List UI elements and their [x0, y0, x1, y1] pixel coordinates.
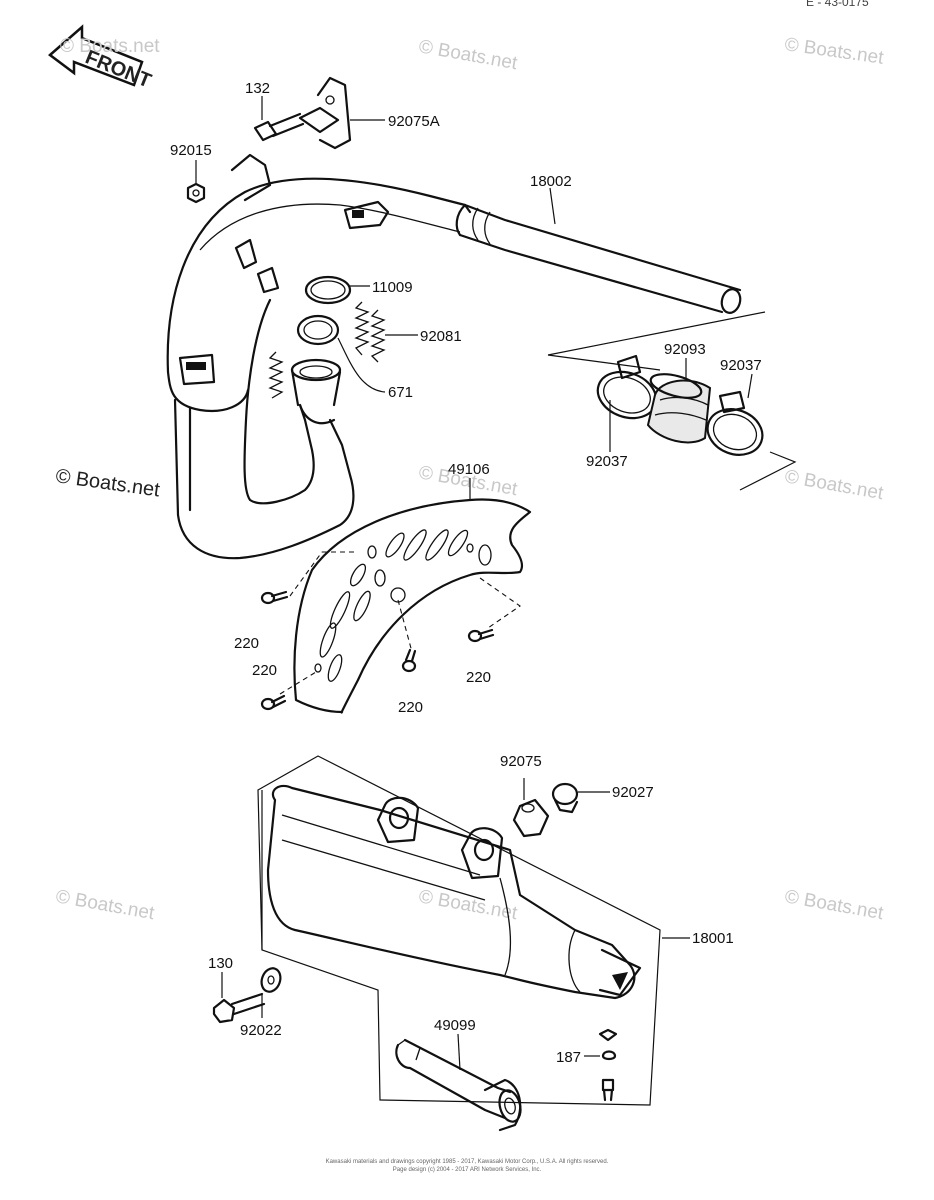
washer-92022	[260, 967, 282, 993]
part-label-49099: 49099	[434, 1017, 476, 1034]
bolt-132	[253, 112, 305, 142]
part-label-220-c: 220	[398, 699, 423, 716]
part-label-220-d: 220	[466, 669, 491, 686]
watermark: © Boats.net	[54, 465, 161, 501]
part-label-92022: 92022	[240, 1022, 282, 1039]
part-label-220-a: 220	[234, 635, 259, 652]
screw-220-b	[260, 694, 287, 711]
watermark: © Boats.net	[60, 36, 160, 57]
part-label-92015: 92015	[170, 142, 212, 159]
expansion-chamber	[166, 153, 742, 560]
part-label-18002: 18002	[530, 173, 572, 190]
watermark: © Boats.net	[783, 34, 885, 69]
heat-guard-49106	[293, 498, 532, 714]
nut-92015	[186, 182, 206, 204]
part-label-18001: 18001	[692, 930, 734, 947]
part-label-130: 130	[208, 955, 233, 972]
part-label-11009: 11009	[372, 279, 413, 296]
watermark: © Boats.net	[783, 466, 885, 504]
part-label-92075: 92075	[500, 753, 542, 770]
part-label-92081: 92081	[420, 328, 462, 345]
part-label-132: 132	[245, 80, 270, 97]
screw-220-c	[401, 648, 417, 673]
connector-92093	[646, 373, 712, 444]
bolt-130	[212, 992, 266, 1024]
screw-set-187	[598, 1028, 618, 1102]
watermark: © Boats.net	[783, 886, 885, 924]
clamp-92037-right	[706, 390, 764, 456]
part-label-49106: 49106	[448, 461, 490, 478]
mount-bracket	[298, 76, 352, 150]
part-label-92027: 92027	[612, 784, 654, 801]
part-label-92075A: 92075A	[388, 113, 440, 130]
grommet-92075	[512, 798, 550, 838]
part-label-92037-top: 92037	[720, 357, 762, 374]
screw-220-d	[467, 628, 495, 643]
screw-220-a	[260, 590, 289, 605]
muffler-18001	[257, 755, 661, 1106]
copyright-line: Kawasaki materials and drawings copyrigh…	[326, 1159, 609, 1165]
copyright-line-2: Page design (c) 2004 - 2017 ARI Network …	[393, 1167, 542, 1173]
part-label-92037-bottom: 92037	[586, 453, 628, 470]
gasket-11009	[304, 275, 352, 305]
watermark: © Boats.net	[54, 886, 156, 924]
part-label-671: 671	[388, 384, 413, 401]
diagram-code: E - 43-0175	[806, 0, 869, 9]
spark-arrestor-49099	[395, 1038, 522, 1132]
springs-92081	[354, 301, 386, 363]
part-label-92093: 92093	[664, 341, 706, 358]
collar-92027	[551, 782, 579, 814]
watermark: © Boats.net	[417, 36, 519, 74]
ring-671	[296, 314, 340, 346]
part-label-220-b: 220	[252, 662, 277, 679]
part-label-187: 187	[556, 1049, 581, 1066]
